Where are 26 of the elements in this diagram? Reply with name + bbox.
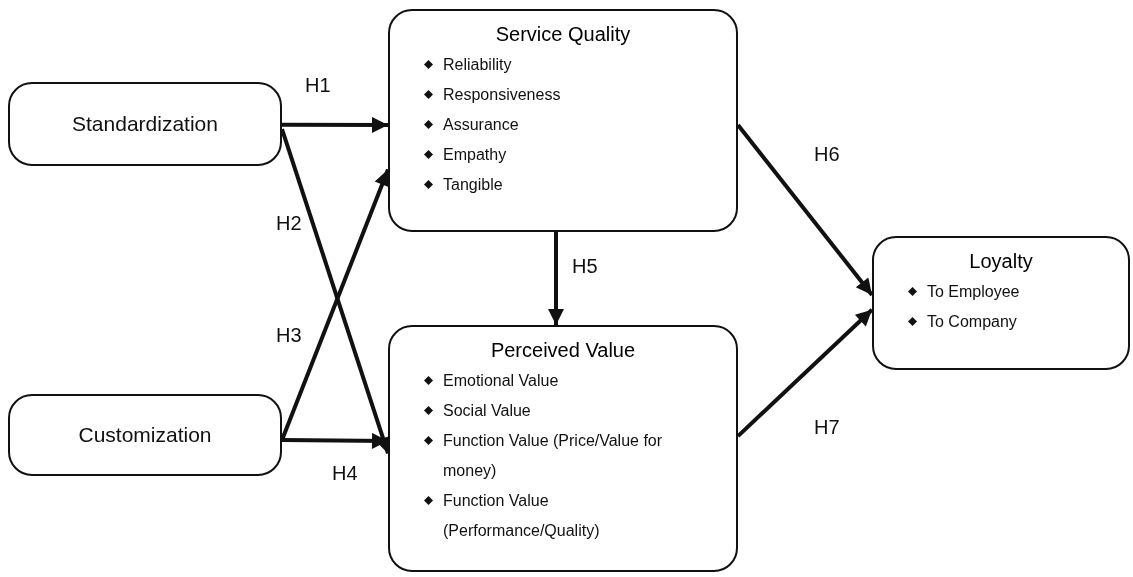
arrow <box>282 116 388 133</box>
arrow <box>736 308 874 438</box>
list-item: To Employee <box>927 282 1020 302</box>
construct-box <box>872 236 1130 370</box>
arrow <box>548 232 564 325</box>
arrow <box>736 123 874 297</box>
list-item: Responsiveness <box>443 85 561 105</box>
node-title: Service Quality <box>494 23 632 46</box>
list-item: Emotional Value <box>443 371 559 391</box>
list-item: Empathy <box>443 145 507 165</box>
node-title: Customization <box>78 423 212 447</box>
list-item: To Company <box>927 312 1017 332</box>
list-item: Tangible <box>443 175 503 195</box>
node-title: Standardization <box>72 112 218 136</box>
list-item: Reliability <box>443 55 512 75</box>
list-item: Assurance <box>443 115 519 135</box>
node-title: Loyalty <box>968 250 1034 273</box>
construct-box <box>388 9 738 232</box>
list-item: Function Value (Price/Value for money) <box>443 431 664 481</box>
construct-box <box>8 394 282 476</box>
node-title: Perceived Value <box>489 339 637 362</box>
construct-box <box>8 82 282 166</box>
list-item: Social Value <box>443 401 531 421</box>
arrow <box>280 168 390 441</box>
construct-box <box>388 325 738 572</box>
list-item: Function Value (Performance/Quality) <box>443 491 601 541</box>
